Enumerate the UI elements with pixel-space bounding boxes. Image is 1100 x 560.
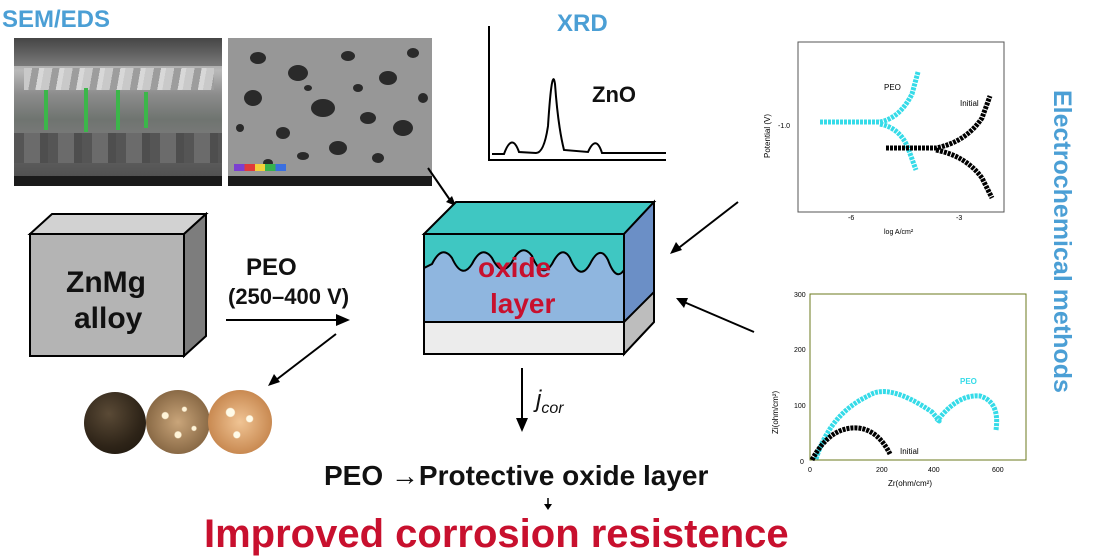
nyquist-xtick: 200 — [876, 467, 888, 474]
nyquist-ylabel: Zi(ohm/cm²) — [771, 391, 780, 434]
nyquist-peo-label: PEO — [960, 377, 977, 386]
sem-eds-title: SEM/EDS — [2, 6, 111, 33]
eds-marker — [144, 92, 148, 128]
electrochemical-title: Electrochemical methods — [1048, 90, 1076, 393]
polarization-xtick: -6 — [848, 215, 854, 222]
conclusion-line: PEO →Protective oxide layer — [324, 460, 708, 492]
arrow-oxide-to-conclusion — [516, 368, 528, 432]
sample-photo-initial — [84, 392, 146, 454]
arrow-to-samples — [268, 333, 337, 386]
znmg-alloy-block — [27, 212, 209, 359]
alloy-label-line2: alloy — [74, 302, 143, 335]
eds-marker — [116, 90, 120, 130]
sem-surface-image — [228, 38, 432, 186]
xrd-title: XRD — [557, 10, 608, 37]
eds-marker — [44, 90, 48, 130]
nyquist-ytick: 0 — [800, 459, 804, 466]
alloy-label-line1: ZnMg — [66, 266, 146, 299]
conclusion-arrow: → — [390, 460, 419, 491]
polarization-xlabel: log A/cm² — [884, 229, 914, 236]
sem-cross-section-image — [14, 38, 222, 186]
final-conclusion: Improved corrosion resistence — [204, 512, 789, 556]
xrd-peak-label: ZnO — [592, 82, 636, 107]
polarization-peo-label: PEO — [884, 83, 901, 92]
arrow-nyquist-to-oxide — [676, 298, 755, 333]
process-voltage: (250–400 V) — [228, 284, 350, 309]
nyquist-plot: 0 100 200 300 0 200 400 600 Zi(ohm/cm²) … — [771, 292, 1027, 488]
nyquist-xtick: 0 — [808, 467, 812, 474]
current-subscript: cor — [541, 399, 564, 417]
oxide-layer-block — [421, 199, 657, 357]
oxide-label-line2: layer — [490, 288, 556, 319]
sample-photo-peo-1 — [146, 390, 210, 454]
eds-legend — [234, 164, 286, 171]
eds-marker — [84, 88, 88, 132]
polarization-ytick: -1.0 — [778, 123, 790, 130]
polarization-ylabel: Potential (V) — [763, 114, 772, 158]
polarization-initial-label: Initial — [960, 99, 979, 108]
nyquist-xlabel: Zr(ohm/cm²) — [888, 479, 932, 488]
process-name: PEO — [246, 254, 297, 281]
arrow-alloy-to-oxide — [226, 314, 350, 326]
polarization-xtick: -3 — [956, 215, 962, 222]
sem-info-bar — [14, 176, 222, 186]
arrow-polarization-to-oxide — [670, 201, 739, 254]
polarization-plot: -1.0 -6 -3 Potential (V) log A/cm² PEO I… — [763, 41, 1005, 236]
nyquist-initial-label: Initial — [900, 447, 919, 456]
conclusion-result: Protective oxide layer — [418, 460, 709, 491]
nyquist-xtick: 600 — [992, 467, 1004, 474]
current-symbol: j — [536, 386, 542, 413]
nyquist-xtick: 400 — [928, 467, 940, 474]
nyquist-ytick: 200 — [794, 347, 806, 354]
sem-info-bar — [228, 176, 432, 186]
current-density-label: jcor — [536, 386, 564, 418]
sample-photo-peo-2 — [208, 390, 272, 454]
nyquist-ytick: 100 — [794, 403, 806, 410]
oxide-label-line1: oxide — [478, 252, 552, 283]
small-down-arrow — [544, 498, 552, 510]
conclusion-peo: PEO — [324, 460, 384, 491]
xrd-pattern — [488, 26, 666, 161]
nyquist-ytick: 300 — [794, 292, 806, 299]
